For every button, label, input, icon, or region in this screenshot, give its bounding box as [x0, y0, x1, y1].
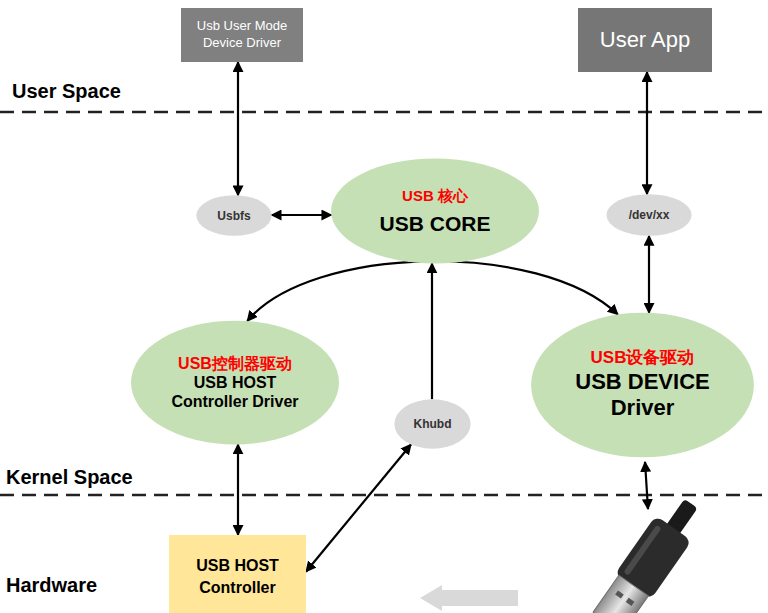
interface-ellipse: Usbfs [196, 195, 272, 236]
ellipse-shape [331, 159, 539, 264]
node-text: USB CORE [380, 211, 491, 236]
text-wrap: USB 核心 USB CORE [380, 186, 491, 237]
text-wrap: USB HOST Controller [175, 549, 300, 598]
node-text: Usb User Mode Device Driver [187, 18, 297, 52]
text-wrap: Usb User Mode Device Driver [187, 18, 297, 52]
app-box: User App [578, 8, 712, 72]
driver-ellipse: USB控制器驱动USB HOST Controller Driver [130, 320, 340, 445]
text-wrap: USB控制器驱动USB HOST Controller Driver [159, 354, 311, 412]
node-text: USB HOST Controller [175, 549, 300, 598]
driver-box: Usb User Mode Device Driver [181, 8, 303, 62]
ellipse-shape [606, 194, 691, 236]
hardware-box: USB HOST Controller [169, 535, 306, 613]
text-wrap: Khubd [414, 417, 452, 431]
node-text: USB 核心 [380, 186, 491, 206]
node-text: Usbfs [217, 209, 250, 223]
node-text: Khubd [414, 417, 452, 431]
text-wrap: USB设备驱动USB DEVICE Driver [557, 348, 729, 421]
core-ellipse: USB 核心 USB CORE [330, 158, 540, 264]
interface-ellipse: /dev/xx [606, 194, 692, 236]
connector-arrow [237, 62, 239, 195]
text-wrap: Usbfs [217, 209, 250, 223]
flow-arrow [420, 585, 518, 611]
ellipse-shape [531, 313, 754, 458]
space-label: Hardware [6, 574, 97, 597]
device-link [645, 462, 648, 509]
node-text: User App [600, 27, 691, 53]
driver-ellipse: USB设备驱动USB DEVICE Driver [530, 312, 755, 458]
text-wrap: /dev/xx [629, 208, 670, 222]
connector-arrow [646, 72, 648, 194]
ellipse-outline [330, 158, 540, 264]
space-label: User Space [12, 80, 121, 103]
node-text: /dev/xx [629, 208, 670, 222]
node-text: USB控制器驱动 [159, 354, 311, 373]
text-wrap: User App [600, 27, 691, 53]
space-divider [0, 494, 768, 497]
space-divider [0, 111, 768, 114]
ellipse-shape [196, 195, 271, 236]
connector-arrow [431, 263, 433, 399]
space-label: Kernel Space [6, 466, 133, 489]
connector-arrow [272, 214, 332, 216]
connector-arrow [237, 444, 239, 535]
thread-ellipse: Khubd [394, 399, 471, 449]
node-text: USB DEVICE Driver [557, 369, 729, 422]
connector-arrow [306, 444, 411, 571]
ellipse-shape [394, 399, 470, 449]
node-text: USB设备驱动 [557, 348, 729, 368]
usb-plug [590, 491, 709, 613]
ellipse-shape [131, 321, 339, 445]
connector-arrow [648, 236, 650, 313]
node-text: USB HOST Controller Driver [159, 373, 311, 411]
